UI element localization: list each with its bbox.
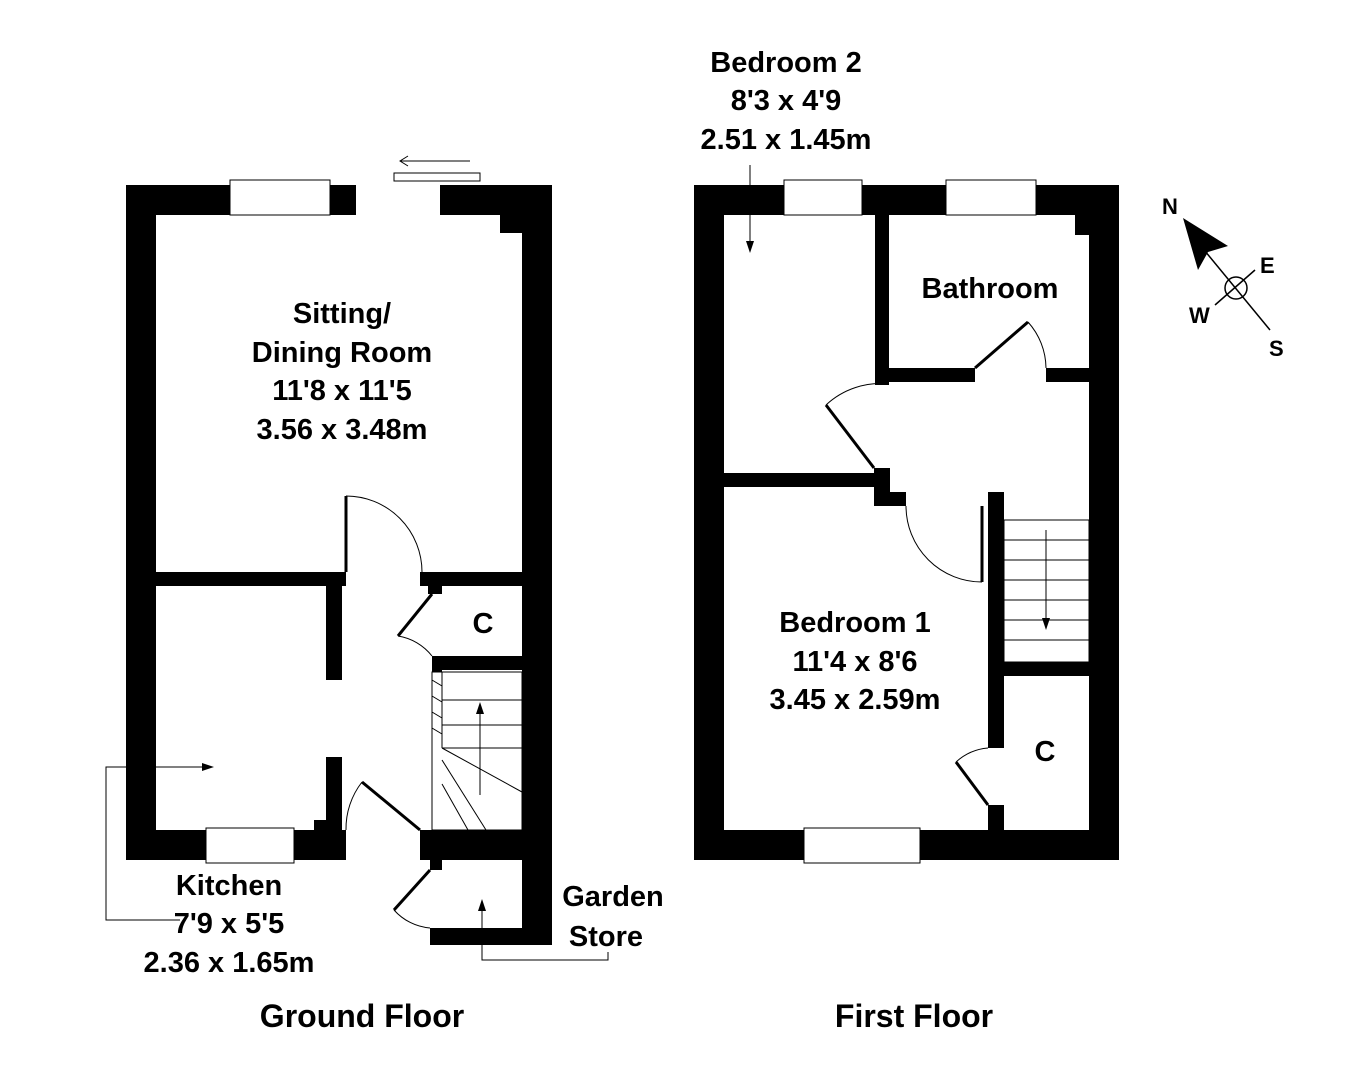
- ff-bedroom2-bath-wall: [875, 215, 889, 385]
- gf-store-door: [392, 868, 432, 912]
- kitchen-metric: 2.36 x 1.65m: [144, 947, 315, 979]
- gf-cupboard-door: [396, 593, 434, 637]
- compass-s: S: [1269, 336, 1284, 361]
- gf-kitchen-pier: [314, 820, 328, 832]
- garden-store-line2: Store: [569, 921, 643, 953]
- gf-cupboard-label: C: [473, 608, 494, 640]
- ff-cupboard-door: [954, 761, 990, 806]
- ff-bedroom2-window: [783, 179, 863, 216]
- ff-bathroom-door: [974, 320, 1029, 370]
- ff-bedroom2-door: [824, 404, 876, 469]
- ground-floor-plan: [105, 155, 609, 961]
- first-floor-title: First Floor: [835, 998, 993, 1034]
- gf-left-wall: [126, 185, 156, 860]
- ff-top-wall: [694, 185, 1119, 215]
- bedroom2-name: Bedroom 2: [710, 47, 861, 79]
- sitting-room-name-2: Dining Room: [252, 337, 432, 369]
- ff-cupboard-top-wall: [1004, 662, 1089, 676]
- first-floor-plan: [694, 165, 1119, 864]
- ff-cupboard-label: C: [1035, 736, 1056, 768]
- ff-stair-wall: [988, 492, 1004, 748]
- ff-corner-pier: [1075, 215, 1089, 235]
- compass-w: W: [1189, 303, 1210, 328]
- ff-bedroom1-window: [803, 827, 921, 864]
- gf-kitchen-window: [205, 827, 295, 864]
- bedroom1-name: Bedroom 1: [779, 607, 930, 639]
- gf-cupboard-top-wall: [420, 572, 522, 586]
- gf-patio-door: [393, 172, 481, 182]
- ff-right-wall: [1089, 185, 1119, 860]
- kitchen-imperial: 7'9 x 5'5: [174, 908, 285, 940]
- bedroom1-imperial: 11'4 x 8'6: [792, 646, 917, 678]
- gf-right-wall: [522, 185, 552, 945]
- compass-n: N: [1162, 194, 1178, 219]
- gf-front-door: [361, 780, 421, 832]
- compass-e: E: [1260, 253, 1275, 278]
- ff-bathroom-window: [945, 179, 1037, 216]
- bedroom1-metric: 3.45 x 2.59m: [770, 684, 941, 716]
- gf-cupboard-jamb: [428, 572, 442, 594]
- gf-cupboard-bottom-wall: [432, 656, 522, 670]
- bedroom2-metric: 2.51 x 1.45m: [701, 124, 872, 156]
- gf-store-leader: [481, 945, 609, 961]
- ff-landing-pier-2: [874, 492, 906, 506]
- ff-bath-bottom-wall-right: [1046, 368, 1089, 382]
- garden-store-line1: Garden: [562, 881, 664, 913]
- sitting-room-imperial: 11'8 x 11'5: [272, 375, 412, 407]
- sitting-room-metric: 3.56 x 3.48m: [257, 414, 428, 446]
- ff-left-wall: [694, 185, 724, 860]
- kitchen-name: Kitchen: [176, 870, 282, 902]
- gf-kitchen-leader: [105, 766, 204, 921]
- ground-floor-title: Ground Floor: [260, 998, 464, 1034]
- gf-cupboard-side-wall: [432, 656, 442, 672]
- sitting-room-name-1: Sitting/: [293, 298, 391, 330]
- gf-dividing-wall: [156, 572, 346, 586]
- bathroom-name: Bathroom: [922, 273, 1059, 305]
- ff-bath-bottom-wall-left: [875, 368, 975, 382]
- gf-hall-wall-upper: [326, 586, 342, 680]
- north-arrow-icon: [1183, 218, 1228, 270]
- bedroom2-imperial: 8'3 x 4'9: [731, 85, 842, 117]
- compass-rose: N E W S: [1162, 194, 1284, 361]
- gf-stairs: [431, 671, 523, 928]
- gf-store-left-wall: [430, 860, 442, 870]
- ff-stairs: [1003, 519, 1090, 663]
- gf-hall-wall-lower: [326, 757, 342, 830]
- gf-sitting-room-window: [229, 179, 331, 216]
- gf-corner-pier: [500, 215, 522, 233]
- ff-stair-wall-lower: [988, 805, 1004, 830]
- gf-store-bottom-wall: [430, 928, 552, 945]
- gf-bottom-wall-mid: [420, 830, 552, 860]
- ff-bedroom-divider: [724, 473, 880, 487]
